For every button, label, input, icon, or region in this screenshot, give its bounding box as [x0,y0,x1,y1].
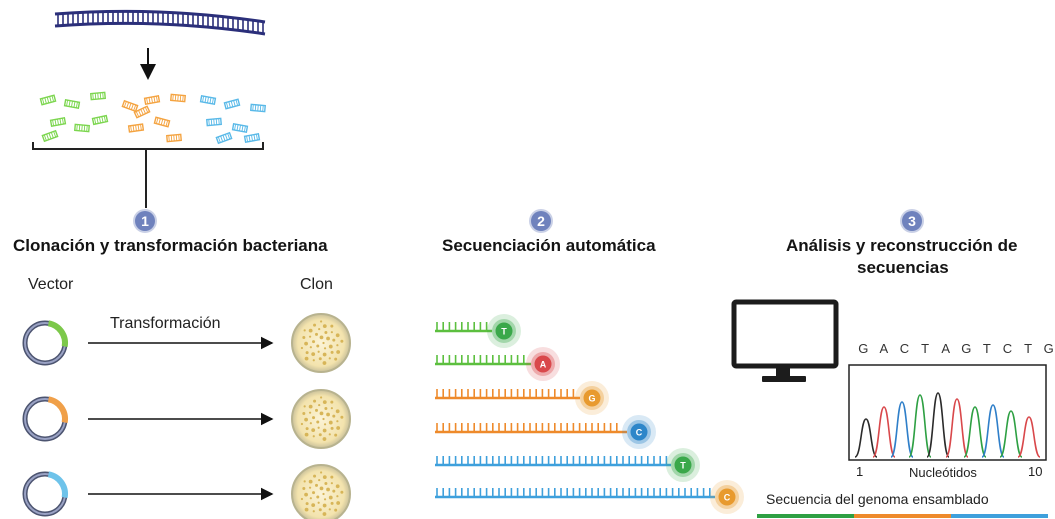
chromatogram-peak [926,392,950,458]
bacterial-colony-plate [291,389,351,449]
labeled-nucleotide: C [622,415,656,449]
dna-fragment [133,105,151,119]
sequencing-strand: A [435,347,560,381]
dna-fragment [215,131,233,145]
assembled-segment [854,514,951,518]
bacterial-colony-plate [291,464,351,519]
clone-label: Clon [300,276,333,293]
labeled-nucleotide: A [526,347,560,381]
cloning-row [22,313,351,373]
chromatogram-peak [872,406,896,458]
dna-fragment [231,123,249,133]
monitor-icon [731,299,839,382]
labeled-nucleotide: G [575,381,609,415]
nucleotide-letter: G [588,394,595,404]
dna-fragment [170,93,186,103]
dna-fragment [91,114,109,126]
assembled-segment [951,514,1048,518]
dna-fragment [41,129,59,143]
called-base: C [899,341,910,356]
called-base: A [941,341,950,356]
sequencing-strands: T A G C T C [435,314,744,514]
step-badge-1: 1 [135,211,155,231]
sequencing-strand: C [435,415,656,449]
dna-fragment [153,116,171,128]
assembled-segment [757,514,854,518]
chromatogram-peak [963,406,987,458]
assembled-sequence-label: Secuencia del genoma ensamblado [766,491,989,507]
dna-fragments [39,91,266,145]
chromatogram-peak [999,410,1023,458]
axis-end-label: 10 [1028,464,1043,479]
called-base: T [1024,341,1033,356]
dna-fragment [90,91,106,101]
chromatogram [848,364,1047,461]
step-badge-2: 2 [531,211,551,231]
called-base: A [879,341,889,356]
step-title-analysis-line1: Análisis y reconstrucción de [786,236,1018,255]
chromatogram-peak [981,404,1005,458]
chromatogram-peak [1017,416,1041,458]
nucleotide-letter: T [680,461,686,471]
nucleotide-letter: C [724,493,731,503]
dna-fragment [206,117,222,127]
chromatogram-peak [890,401,914,458]
called-bases: G A C T A G T C T G [853,341,1055,356]
transformation-label: Transformación [110,315,221,332]
nucleotide-letter: A [540,360,547,370]
step-title-cloning: Clonación y transformación bacteriana [13,236,328,255]
chromatogram-peak [908,394,932,458]
genomic-dna [54,9,266,36]
step-title-analysis-line2: secuencias [857,258,949,277]
called-base: T [982,341,991,356]
nucleotide-letter: T [501,327,507,337]
vector-label: Vector [28,276,74,293]
chromatogram-peak [945,398,969,458]
dna-fragment [143,95,161,105]
assembled-sequence-bar [757,514,1048,518]
called-base: G [858,341,869,356]
labeled-nucleotide: C [710,480,744,514]
cloning-row [22,389,351,449]
dna-fragment [250,103,266,113]
chromatogram-peak [854,418,878,458]
called-base: T [921,341,930,356]
called-base: G [1043,341,1054,356]
sequencing-strand: T [435,314,521,348]
insert-segment [47,471,68,498]
called-base: C [1002,341,1013,356]
called-base: G [961,341,972,356]
dna-fragment [199,95,217,105]
labeled-nucleotide: T [666,448,700,482]
sequencing-strand: T [435,448,700,482]
dna-fragment [127,123,145,133]
dna-fragment [63,99,81,109]
step-badge-3: 3 [902,211,922,231]
dna-fragment [74,123,90,133]
dna-fragment [121,99,139,113]
dna-fragment [49,117,67,127]
axis-label: Nucleótidos [909,465,977,480]
dna-fragment [243,133,261,143]
dna-fragment [223,98,241,110]
cloning-rows [22,313,351,519]
insert-segment [47,320,68,347]
bacterial-colony-plate [291,313,351,373]
insert-segment [47,396,68,423]
dna-fragment [166,133,182,143]
sequencing-strand: G [435,381,609,415]
nucleotide-letter: C [636,428,643,438]
sequencing-strand: C [435,480,744,514]
axis-start-label: 1 [856,464,864,479]
dna-fragment [39,94,57,106]
labeled-nucleotide: T [487,314,521,348]
cloning-row [22,464,351,519]
step-title-sequencing: Secuenciación automática [442,236,656,255]
fragment-bracket [32,142,264,208]
